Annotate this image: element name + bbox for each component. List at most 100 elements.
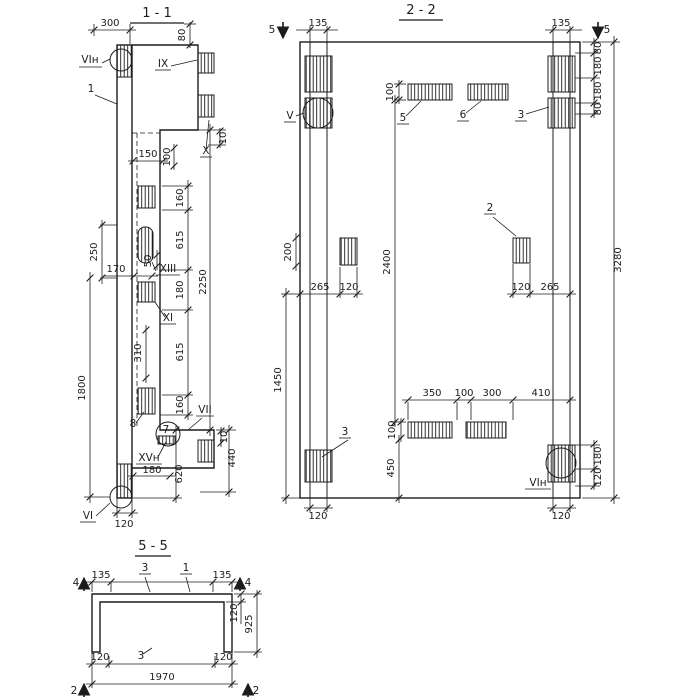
rebar-slot-b [137,226,154,264]
section-2-2: 2 - 2 5 135 135 5 80 180 180 80 100 5 6 … [269,3,624,522]
dim-925-label: 925 [244,614,255,633]
section-marker-xv: XVн [138,452,159,464]
section-1-1-title: 1 - 1 [142,6,172,21]
dim-180-2-label: 180 [593,81,604,100]
dim-2400-label: 2400 [382,249,393,274]
part-label-3-bot-s55: 3 [138,650,145,662]
dim-300-label: 300 [100,18,119,29]
section-5-5-title: 5 - 5 [138,539,168,554]
mesh-bot-2 [465,421,507,439]
section-5-5-outline [91,593,233,653]
section-5-5-labels: 5 - 5 4 135 3 1 135 4 120 925 120 3 120 … [71,539,260,697]
part-label-3-top: 3 [518,109,525,121]
dim-170-label: 170 [106,264,125,275]
mesh-mid-left [339,237,358,266]
dim-440-label: 440 [227,448,238,467]
section-2-2-cut-marks [276,22,605,40]
section-2-2-dim-lines [281,19,620,512]
section-2-2-title: 2 - 2 [406,3,436,18]
dim-120-left-label: 120 [339,282,358,293]
section-2-2-embedded-parts [304,55,576,483]
dim-100-label: 100 [162,147,173,166]
dim-100-mid-label: 100 [454,388,473,399]
detail-circle-7 [155,421,181,447]
section-1-1-labels: 1 - 1 300 80 VIн IX 1 10 X 150 100 160 6… [77,6,238,530]
dim-180-1-label: 180 [593,56,604,75]
plate-left-bottom [304,449,333,483]
section-1-1-embedded-parts [116,44,215,499]
detail-circle-vi-top [109,48,133,72]
section-1-1-dim-lines [79,22,236,523]
embedded-plate-bottom [197,439,215,463]
part-label-2: 2 [487,202,494,214]
dim-615-bot-label: 615 [175,342,186,361]
dim-100-bot-label: 100 [387,420,398,439]
part-label-1: 1 [88,83,95,95]
dim-180-mid-label: 180 [175,280,186,299]
dim-160-bot-label: 160 [175,395,186,414]
section-marker-ix: IX [158,58,168,70]
section-5-5-cut-marks [77,576,255,697]
dim-265-right-label: 265 [540,282,559,293]
embedded-plate-x [197,94,215,118]
cut-mark-2-right: 2 [253,685,260,697]
cut-mark-4-left: 4 [73,577,80,589]
dim-10-top-label: 10 [218,132,229,145]
part-label-5: 5 [400,112,407,124]
rebar-block-d [137,387,156,415]
dim-80-label: 80 [177,29,188,42]
dim-135-right-s55: 135 [212,570,231,581]
dim-160-top-label: 160 [175,188,186,207]
section-marker-xi: XI [163,312,173,324]
dim-250-label: 250 [89,242,100,261]
dim-120-br-s55: 120 [213,652,232,663]
dim-2250-label: 2250 [198,269,209,294]
section-2-2-labels: 2 - 2 5 135 135 5 80 180 180 80 100 5 6 … [269,3,624,522]
part-label-8: 8 [130,418,137,430]
plate-right-top [547,55,576,93]
dim-120-right-label: 120 [511,282,530,293]
dim-120-label: 120 [114,519,133,530]
dim-410-label: 410 [531,388,550,399]
plate-left-top-2 [304,97,333,129]
dim-120-bot-right-label: 120 [551,511,570,522]
rebar-block-a [137,185,156,209]
section-5-5-dim-lines [86,555,262,688]
section-marker-xiii: XIII [160,263,176,275]
dim-620-label: 620 [174,464,185,483]
dim-1450-label: 1450 [273,367,284,392]
dim-135-left-label: 135 [308,18,327,29]
dim-80-2-label: 80 [593,103,604,116]
section-1-1-hidden-lines [132,132,160,427]
dim-3280-label: 3280 [613,247,624,272]
mesh-top-2 [467,83,509,101]
plate-right-top-2 [547,97,576,129]
section-marker-vii: VII [198,404,211,416]
dim-150-label: 150 [138,149,157,160]
part-label-1-s55: 1 [183,562,190,574]
panel-plan [299,41,581,499]
part-label-7: 7 [163,424,170,436]
mesh-bot-1 [407,421,453,439]
section-marker-vi-bottom: VI [83,510,93,522]
dim-120-bot-left-label: 120 [308,511,327,522]
dim-120-br-label: 120 [593,467,604,486]
cut-mark-5-left: 5 [269,24,276,36]
dim-80-1-label: 80 [593,42,604,55]
channel-profile [91,593,233,653]
dim-180-br-label: 180 [593,446,604,465]
plate-left-top [304,55,333,93]
dim-10-bot-label: 10 [219,431,230,444]
mesh-top-1 [407,83,453,101]
dim-265-left-label: 265 [310,282,329,293]
section-1-1: 1 - 1 300 80 VIн IX 1 10 X 150 100 160 6… [77,6,238,530]
dim-135-right-label: 135 [551,18,570,29]
part-label-6: 6 [460,109,467,121]
dim-450-label: 450 [386,458,397,477]
dim-615-top-label: 615 [175,230,186,249]
embedded-plate-ix [197,52,215,74]
dim-200-label: 200 [283,242,294,261]
section-marker-x: X [202,145,209,157]
